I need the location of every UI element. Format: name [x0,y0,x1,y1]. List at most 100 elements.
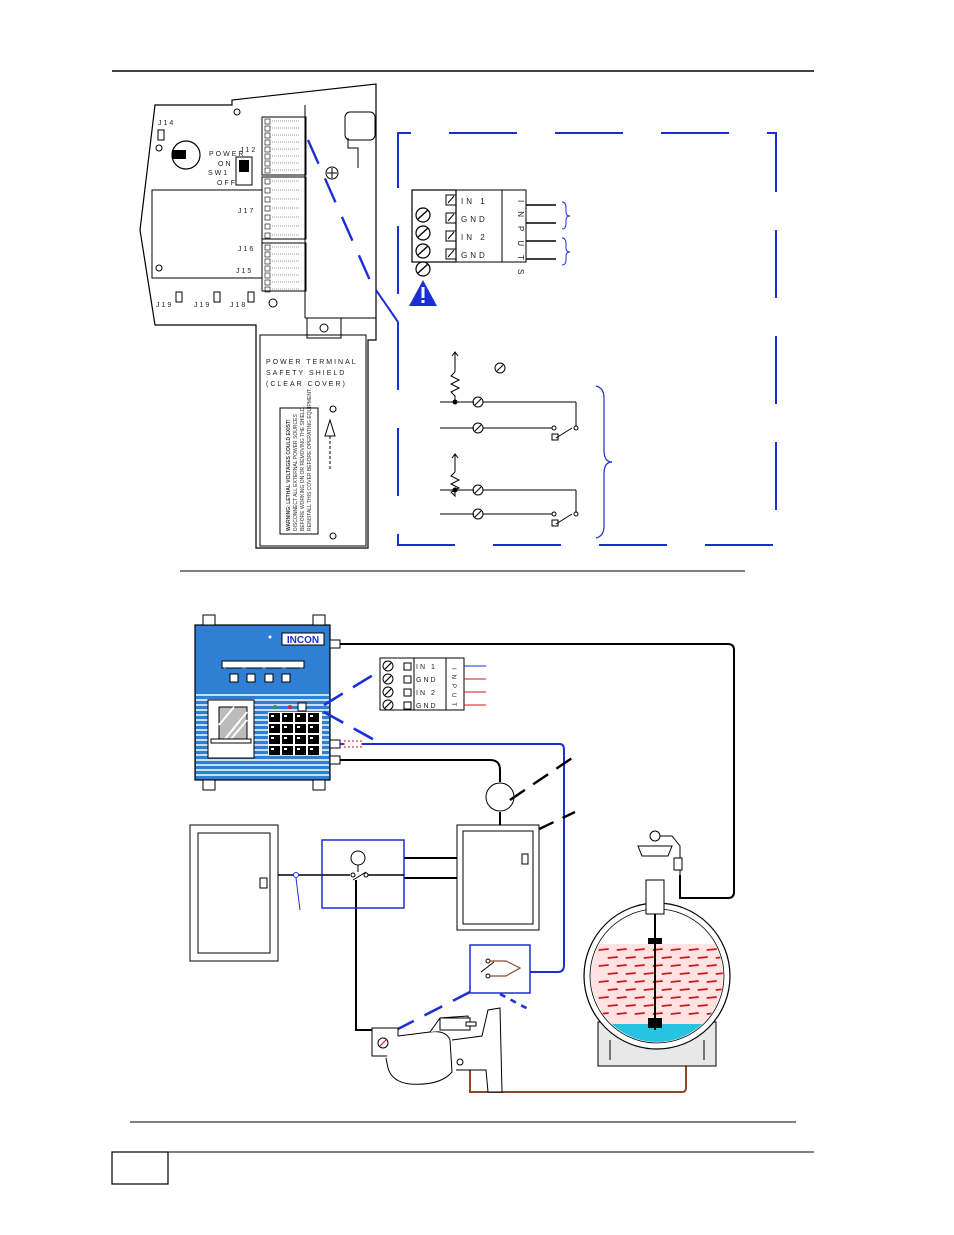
callout-dash-line [306,139,374,286]
svg-text:BEFORE WORKING ON OR REMOVING: BEFORE WORKING ON OR REMOVING THE SHIELD… [300,406,306,531]
menu-key-3[interactable] [264,673,274,683]
keypad-key[interactable] [295,735,306,744]
jumper-j12: J12 [240,147,257,154]
keypad-key[interactable] [269,713,280,722]
figure-2-system-installation: INCON [189,614,735,1093]
mounting-screw [233,108,241,116]
page-number-box [111,1151,169,1185]
figure-1-controller-internals: POWER ON SW1 OFF J14 J12 J17 J16 J15 J19… [139,83,777,549]
terminal-label: GND [416,703,438,710]
warning-triangle-icon [409,280,437,306]
circuit-board [151,189,263,279]
submersible-pump [371,1007,503,1093]
keypad-key[interactable] [308,746,319,755]
screw-terminal [415,207,431,223]
keypad-key[interactable] [282,713,293,722]
switch-label-power: POWER [209,151,245,158]
pressure-switch-detail [469,944,531,994]
keypad-key[interactable] [308,735,319,744]
jumper-j18: J18 [230,302,247,309]
cover-latch [306,317,342,339]
brand-logo [281,632,325,646]
screw-terminal [415,243,431,259]
screw-terminal [382,686,394,698]
callout-dash-lower [323,710,379,744]
display-window [221,660,305,669]
terminal-label: IN 1 [416,664,437,671]
jumper-j19b: J19 [194,302,211,309]
screw-terminal [382,660,394,672]
keypad-key[interactable] [308,724,319,733]
svg-text:WARNING: LETHAL VOLTAGES COULD: WARNING: LETHAL VOLTAGES COULD EXIST! [286,419,292,531]
shield-line-1: POWER TERMINAL [266,359,358,366]
shield-line-2: SAFETY SHIELD [266,370,346,377]
keypad-key[interactable] [308,713,319,722]
jumper-j16: J16 [238,246,255,253]
screw-terminal [415,225,431,241]
storage-tank [583,830,731,1067]
switch-label-sw1: SW1 [208,170,229,177]
warning-label-box [279,407,319,535]
terminal-label: IN 1 [461,197,488,206]
keypad-key[interactable] [282,724,293,733]
brace-in1 [561,201,571,230]
brand-name: INCON [287,635,319,646]
terminal-label: GND [416,677,438,684]
keypad-key[interactable] [282,735,293,744]
warning-label-text: WARNING: LETHAL VOLTAGES COULD EXIST! DI… [286,388,313,531]
jumper-j14: J14 [158,120,175,127]
detail-callout-box [397,132,777,546]
conduit-wire [347,138,359,168]
switch-brace [595,385,613,539]
field-wiring [340,643,735,1093]
callout-connector [375,289,399,323]
screw-terminal [415,261,431,277]
brace-in2 [561,237,571,266]
inputs-vertical-label: INPUTS [516,200,525,283]
keypad-key[interactable] [282,746,293,755]
incon-controller: INCON [194,614,341,791]
screw-terminal [382,699,394,711]
power-switch [235,156,253,186]
menu-key-2[interactable] [246,673,256,683]
input-terminal-block: IN 1 GND IN 2 GND INPUTS [411,189,556,283]
ground-screw-icon [325,166,339,180]
svg-text:DISCONNECT ALL EXTERNAL POWER: DISCONNECT ALL EXTERNAL POWER SOURCES [293,414,299,531]
keypad-key[interactable] [295,724,306,733]
breaker-panel [189,824,279,962]
svg-text:REINSTALL THIS COVER BEFORE OP: REINSTALL THIS COVER BEFORE OPERATING EQ… [307,388,313,531]
printer-paper [218,706,248,740]
enclosure-outline [139,83,377,549]
terminal-label: GND [461,215,488,224]
jumper-j15: J15 [236,268,253,275]
callout-dash-upper [323,670,379,707]
input-terminal-block-2: IN 1 GND IN 2 GND INPUT [379,657,465,711]
terminal-label: IN 2 [461,233,488,242]
conduit-fitting [344,111,376,141]
shield-line-3: (CLEAR COVER) [266,381,347,388]
junction-box [485,782,515,812]
terminal-label: IN 2 [416,690,437,697]
menu-key-4[interactable] [281,673,291,683]
keypad-key[interactable] [269,724,280,733]
latch-screw [319,323,329,333]
switch-label-off: OFF [217,180,237,187]
relay-box [321,839,405,909]
keypad-key[interactable] [295,713,306,722]
terminal-strips [261,116,307,293]
keypad-key[interactable] [269,746,280,755]
menu-key-1[interactable] [229,673,239,683]
shield-cover [259,334,367,547]
terminal-label: GND [461,251,488,260]
jumper-j17: J17 [238,208,255,215]
keypad-key[interactable] [295,746,306,755]
pump-control-panel [456,824,540,931]
keypad-key[interactable] [269,735,280,744]
pump-callout-dash [395,990,471,1032]
jumper-j19a: J19 [156,302,173,309]
switch-label-on: ON [218,161,233,168]
screw-terminal [382,673,394,685]
battery-clip [172,150,186,159]
input-vertical-label: INPUT [450,668,456,711]
